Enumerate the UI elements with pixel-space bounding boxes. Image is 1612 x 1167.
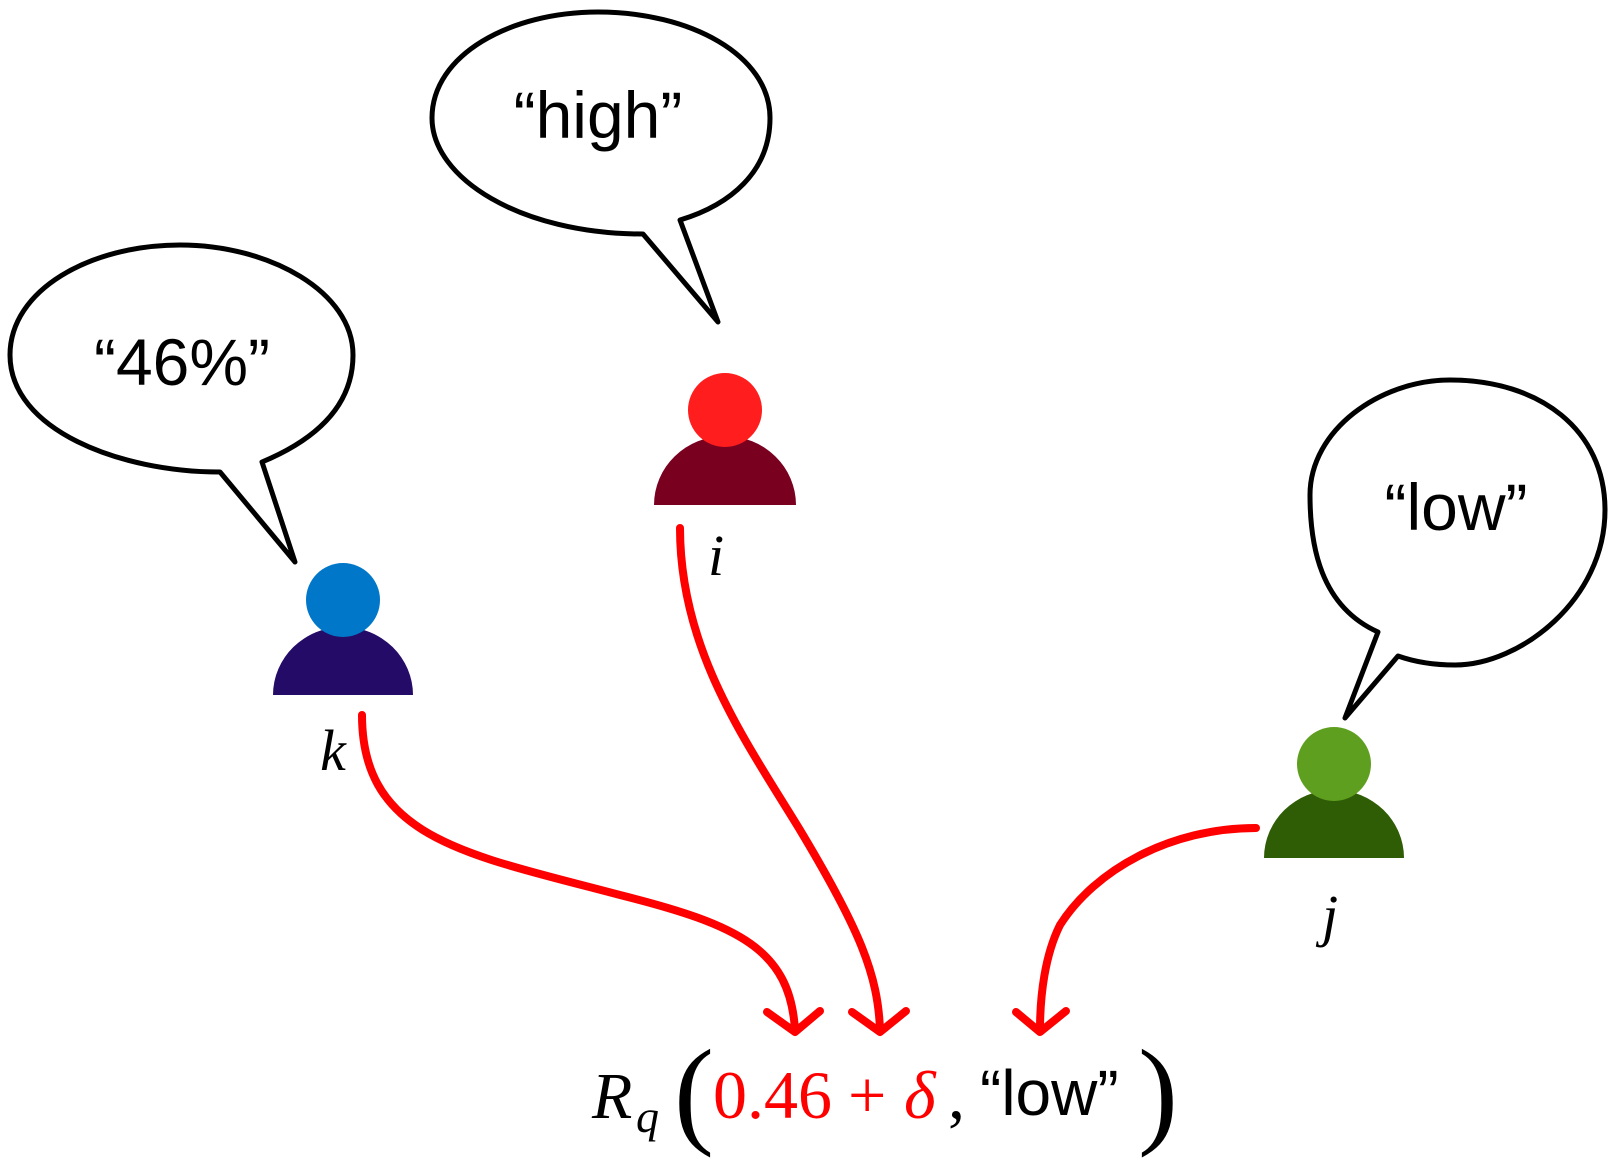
speech-bubble-k: “46%” [7, 242, 356, 565]
person-i-head [688, 373, 762, 447]
speech-bubble-i-shape [429, 9, 773, 325]
arrow-from-k-head [763, 1007, 824, 1036]
arrow-from-j-line [1036, 824, 1260, 1034]
arrow-from-k-line [358, 711, 799, 1034]
speech-text-k: “46%” [94, 325, 270, 399]
person-j: j [1264, 727, 1404, 948]
speech-bubble-j-shape [1307, 377, 1608, 721]
arrow-from-i [676, 524, 910, 1036]
person-k: k [273, 563, 413, 783]
person-i-body [654, 436, 796, 505]
speech-bubble-j: “low” [1307, 377, 1608, 721]
formula-comma: , [948, 1057, 965, 1133]
formula-plus: + [848, 1057, 886, 1133]
person-k-head [306, 563, 380, 637]
person-k-body [273, 627, 413, 695]
speech-bubble-i: “high” [429, 9, 773, 325]
person-j-body [1264, 790, 1404, 858]
arrow-from-i-head [848, 1007, 910, 1036]
formula-function: R [591, 1060, 632, 1133]
formula-open-paren: ( [674, 1025, 714, 1158]
person-k-label: k [320, 718, 347, 783]
person-i: i [654, 373, 796, 588]
speech-text-i: “high” [514, 78, 683, 152]
formula-delta: δ [904, 1057, 937, 1133]
arrow-from-j-head [1012, 1007, 1070, 1036]
formula: R q ( 0.46 + δ , “low” ) [591, 1025, 1178, 1158]
formula-text-value: “low” [980, 1057, 1119, 1129]
speech-bubble-k-shape [7, 242, 356, 565]
arrow-from-k [358, 711, 824, 1036]
formula-subscript: q [636, 1091, 659, 1142]
person-j-head [1297, 727, 1371, 801]
arrow-from-j [1012, 824, 1260, 1036]
person-i-label: i [708, 523, 724, 588]
formula-value: 0.46 [713, 1057, 832, 1133]
formula-close-paren: ) [1138, 1025, 1178, 1158]
person-j-label: j [1315, 883, 1338, 948]
speech-text-j: “low” [1385, 470, 1528, 544]
arrow-from-i-line [676, 524, 884, 1034]
